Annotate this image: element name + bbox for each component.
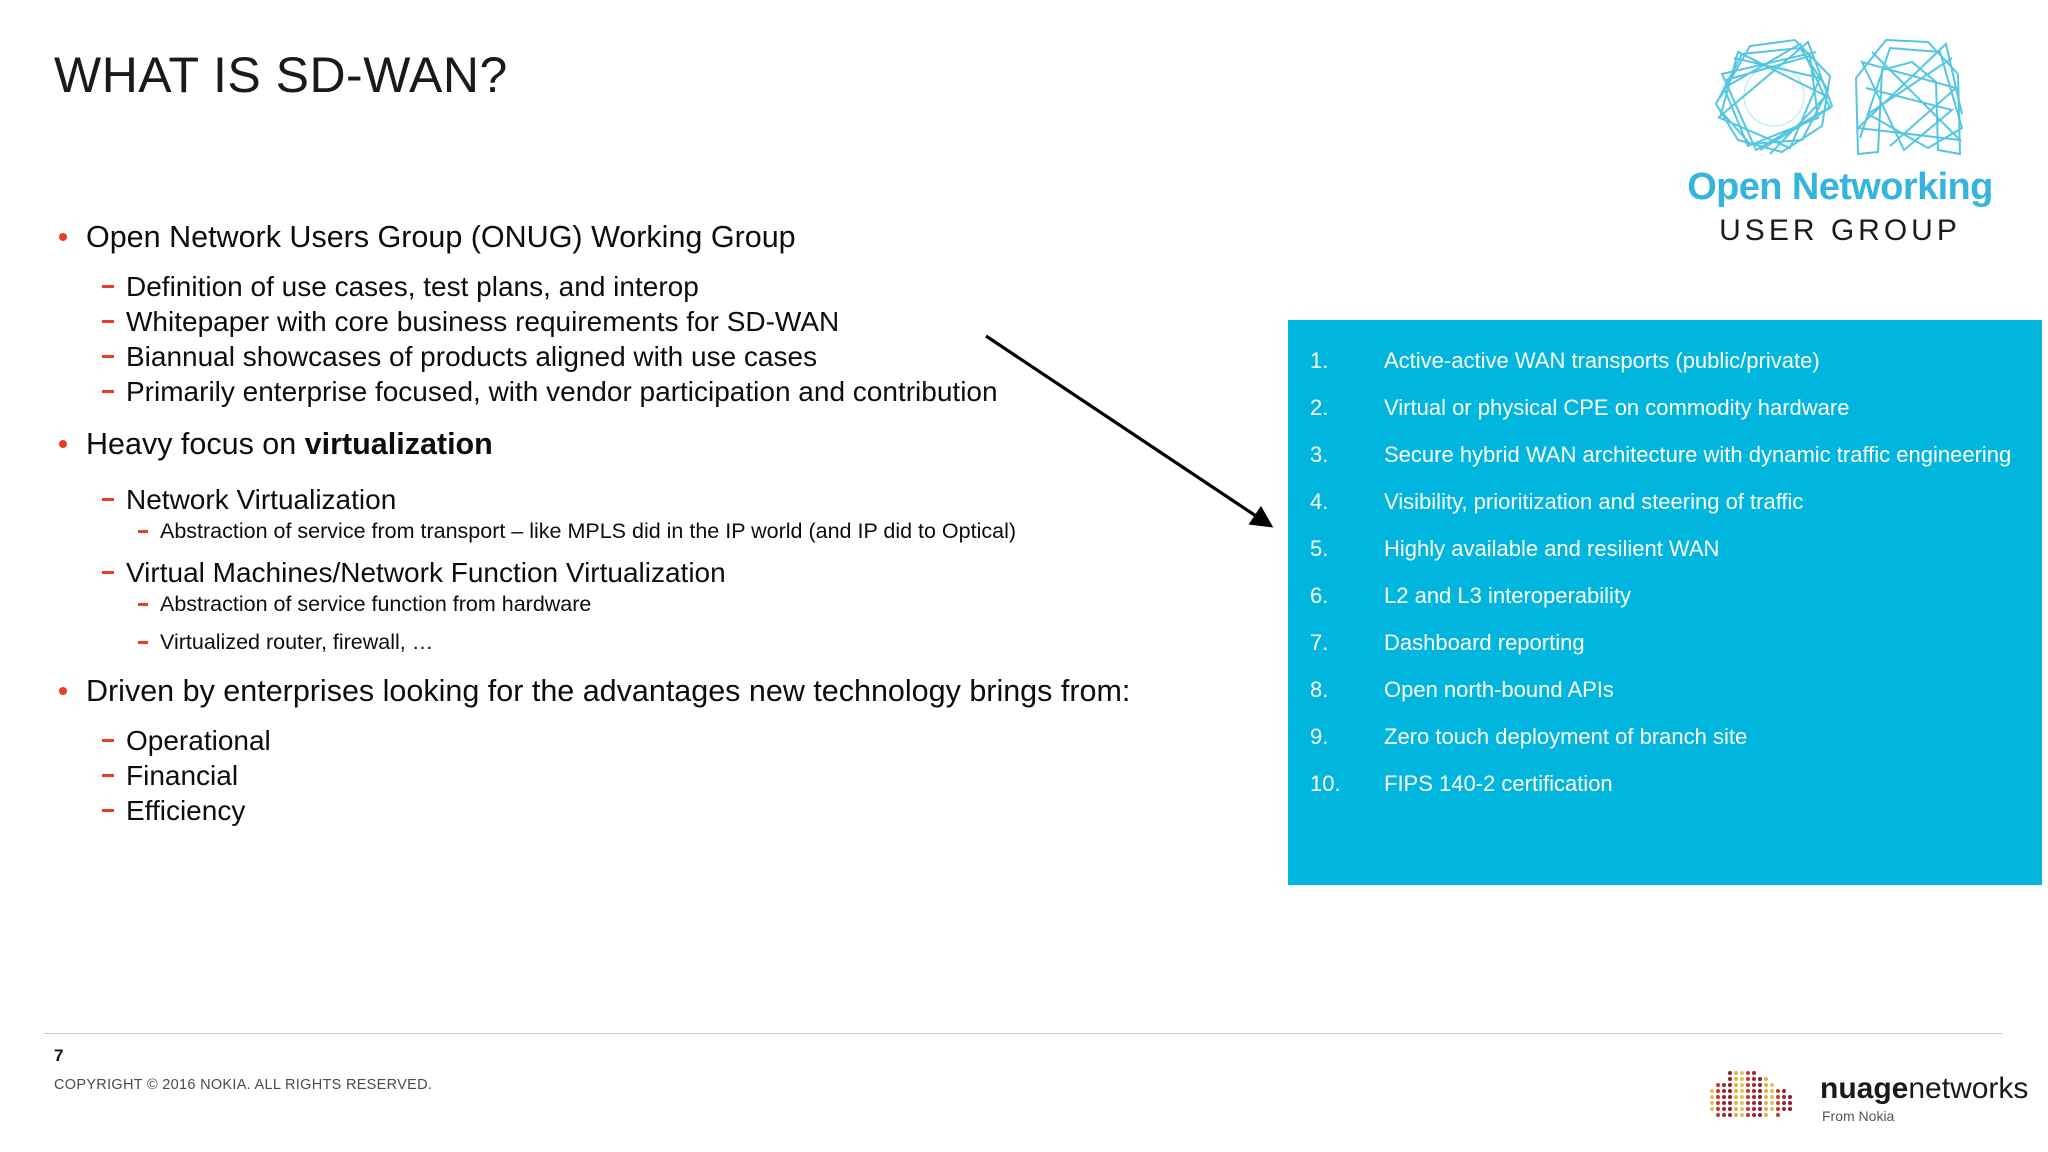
requirement-text: FIPS 140-2 certification — [1384, 771, 1613, 796]
sub-sub-bullet-text: Virtualized router, firewall, … — [160, 630, 434, 654]
requirement-row: 3. Secure hybrid WAN architecture with d… — [1310, 440, 2016, 470]
sub-bullet-text: Primarily enterprise focused, with vendo… — [126, 376, 998, 407]
sub-bullet-text: Virtual Machines/Network Function Virtua… — [126, 557, 726, 588]
dash-bullet-icon — [102, 390, 114, 393]
dash-bullet-icon — [102, 809, 114, 812]
sub-sub-bullet-text: Abstraction of service from transport – … — [160, 519, 1017, 543]
dash-bullet-icon — [102, 571, 114, 574]
requirement-row: 2. Virtual or physical CPE on commodity … — [1310, 393, 2016, 423]
sub-bullet-text: Whitepaper with core business requiremen… — [126, 306, 840, 337]
spacer — [50, 466, 1265, 482]
requirement-number: 6. — [1310, 583, 1329, 608]
sub-bullet-biannual-showcases: Biannual showcases of products aligned w… — [50, 339, 1265, 374]
dash-bullet-icon — [138, 641, 148, 644]
requirement-number: 1. — [1310, 348, 1329, 373]
onug-logo-line2: USER GROUP — [1719, 214, 1961, 247]
dash-bullet-icon — [138, 530, 148, 533]
sub-bullet-text: Definition of use cases, test plans, and… — [126, 271, 699, 302]
sub-bullet-virtual-machines-nfv: Virtual Machines/Network Function Virtua… — [50, 555, 1265, 590]
requirement-text: Visibility, prioritization and steering … — [1384, 489, 1804, 514]
page-number: 7 — [54, 1046, 64, 1065]
nuage-word-light: networks — [1908, 1072, 2029, 1105]
spacer — [50, 259, 1265, 269]
bullet-open-network-users-group: Open Network Users Group (ONUG) Working … — [50, 218, 1265, 257]
sub-sub-bullet-abstraction-transport: Abstraction of service from transport – … — [50, 517, 1265, 545]
dash-bullet-icon — [102, 498, 114, 501]
requirement-number: 9. — [1310, 724, 1329, 749]
bullet-dot-icon — [59, 440, 67, 448]
requirement-text: Highly available and resilient WAN — [1384, 536, 1720, 561]
onug-logo: Open Networking USER GROUP — [1640, 18, 2040, 308]
sub-bullet-operational: Operational — [50, 723, 1265, 758]
spacer — [50, 618, 1265, 628]
requirement-number: 7. — [1310, 630, 1329, 655]
requirement-number: 5. — [1310, 536, 1329, 561]
nuage-dot-cloud-icon — [1710, 1071, 1792, 1117]
bullet-text-prefix: Heavy focus on — [86, 427, 305, 461]
bullet-dot-icon — [59, 233, 67, 241]
requirement-number: 3. — [1310, 442, 1329, 467]
dash-bullet-icon — [102, 774, 114, 777]
copyright-notice: COPYRIGHT © 2016 NOKIA. ALL RIGHTS RESER… — [54, 1077, 433, 1093]
requirement-number: 4. — [1310, 489, 1329, 514]
requirement-text: L2 and L3 interoperability — [1384, 583, 1632, 608]
bullet-text: Driven by enterprises looking for the ad… — [86, 674, 1131, 708]
requirement-number: 2. — [1310, 395, 1329, 420]
requirement-row: 10. FIPS 140-2 certification — [1310, 769, 2016, 799]
page-title: WHAT IS SD-WAN? — [54, 47, 508, 103]
requirement-text: Active-active WAN transports (public/pri… — [1384, 348, 1820, 373]
bullet-driven-by-enterprises: Driven by enterprises looking for the ad… — [50, 672, 1265, 711]
requirement-row: 1. Active-active WAN transports (public/… — [1310, 346, 2016, 376]
dash-bullet-icon — [138, 603, 148, 606]
sub-bullet-financial: Financial — [50, 758, 1265, 793]
sub-bullet-text: Biannual showcases of products aligned w… — [126, 341, 818, 372]
requirement-row: 9. Zero touch deployment of branch site — [1310, 722, 2016, 752]
requirements-panel: 1. Active-active WAN transports (public/… — [1288, 320, 2042, 885]
sub-bullet-definition: Definition of use cases, test plans, and… — [50, 269, 1265, 304]
requirement-number: 8. — [1310, 677, 1329, 702]
requirement-row: 5. Highly available and resilient WAN — [1310, 534, 2016, 564]
requirement-text: Secure hybrid WAN architecture with dyna… — [1384, 442, 2012, 467]
nuage-tagline: From Nokia — [1822, 1108, 1895, 1124]
bullet-heavy-focus-virtualization: Heavy focus on virtualization — [50, 425, 1265, 464]
sub-bullet-efficiency: Efficiency — [50, 793, 1265, 828]
sub-bullet-network-virtualization: Network Virtualization — [50, 482, 1265, 517]
spacer — [50, 656, 1265, 672]
sub-bullet-whitepaper: Whitepaper with core business requiremen… — [50, 304, 1265, 339]
sub-sub-bullet-abstraction-hardware: Abstraction of service function from har… — [50, 590, 1265, 618]
sub-bullet-text: Efficiency — [126, 795, 246, 826]
spacer — [50, 409, 1265, 425]
onug-logo-line1: Open Networking — [1687, 166, 1993, 208]
nuage-wordmark: nuagenetworks — [1820, 1072, 2028, 1106]
sub-bullet-text: Network Virtualization — [126, 484, 397, 515]
bullet-text: Open Network Users Group (ONUG) Working … — [86, 220, 796, 254]
spacer — [50, 545, 1265, 555]
requirement-text: Virtual or physical CPE on commodity har… — [1384, 395, 1850, 420]
slide-body: Open Network Users Group (ONUG) Working … — [50, 218, 1265, 828]
sub-bullet-primarily-enterprise: Primarily enterprise focused, with vendo… — [50, 374, 1265, 409]
nuage-networks-logo: nuagenetworks From Nokia — [1700, 1058, 2028, 1138]
requirement-row: 8. Open north-bound APIs — [1310, 675, 2016, 705]
sub-bullet-text: Operational — [126, 725, 271, 756]
dash-bullet-icon — [102, 355, 114, 358]
nuage-word-bold: nuage — [1820, 1072, 1909, 1105]
requirement-row: 4. Visibility, prioritization and steeri… — [1310, 487, 2016, 517]
requirement-text: Dashboard reporting — [1384, 630, 1585, 655]
onug-scribble-mark-icon — [1714, 38, 1964, 156]
sub-bullet-text: Financial — [126, 760, 239, 791]
footer-divider — [44, 1033, 2002, 1034]
spacer — [50, 713, 1265, 723]
dash-bullet-icon — [102, 739, 114, 742]
sub-sub-bullet-virtualized-router: Virtualized router, firewall, … — [50, 628, 1265, 656]
requirement-row: 6. L2 and L3 interoperability — [1310, 581, 2016, 611]
requirement-text: Zero touch deployment of branch site — [1384, 724, 1748, 749]
dash-bullet-icon — [102, 285, 114, 288]
requirement-number: 10. — [1310, 771, 1341, 796]
dash-bullet-icon — [102, 320, 114, 323]
requirement-text: Open north-bound APIs — [1384, 677, 1614, 702]
sub-sub-bullet-text: Abstraction of service function from har… — [160, 592, 592, 616]
requirement-row: 7. Dashboard reporting — [1310, 628, 2016, 658]
bullet-dot-icon — [59, 687, 67, 695]
bullet-text-emphasis: virtualization — [304, 427, 493, 461]
